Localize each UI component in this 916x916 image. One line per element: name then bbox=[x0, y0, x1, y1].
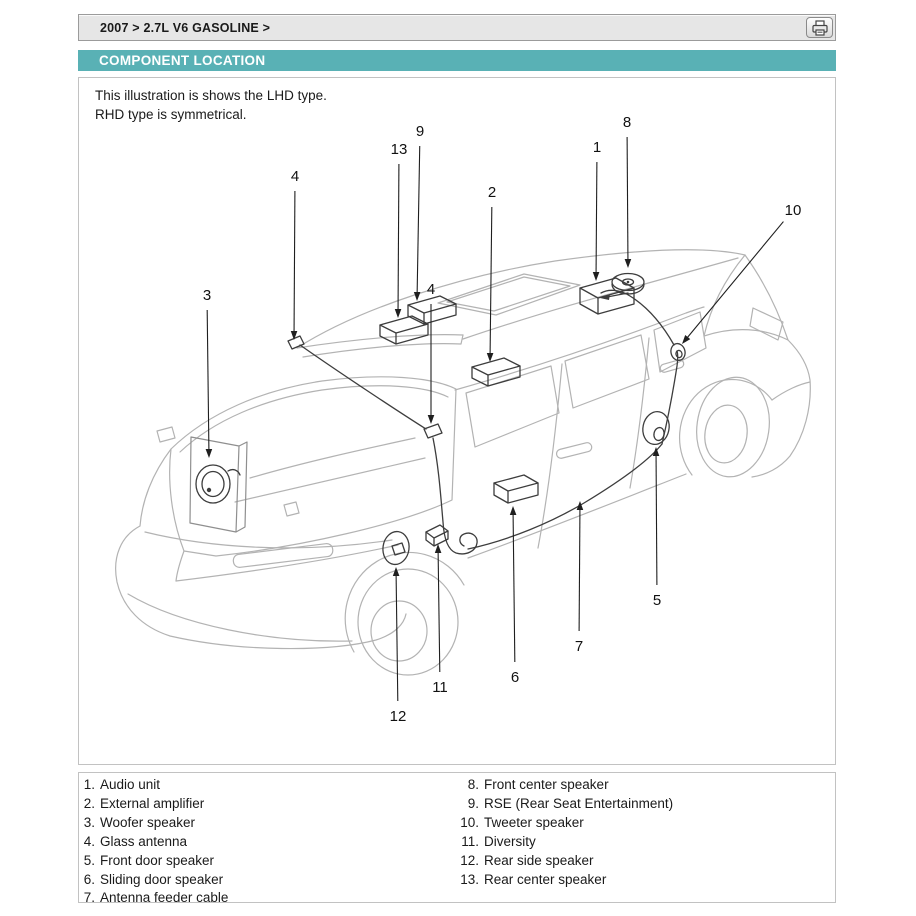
legend-item: 7. Antenna feeder cable bbox=[81, 889, 229, 908]
legend-item: 10. Tweeter speaker bbox=[455, 814, 673, 833]
legend-item-label: Glass antenna bbox=[100, 833, 188, 849]
callout-arrowhead-11 bbox=[434, 544, 442, 554]
callout-arrow-5 bbox=[655, 453, 658, 586]
callout-arrow-1 bbox=[595, 161, 598, 275]
legend-item-number: 10. bbox=[460, 814, 479, 830]
callout-arrowhead-2 bbox=[486, 352, 494, 362]
note-line-1: This illustration is shows the LHD type. bbox=[95, 88, 327, 103]
callout-arrow-10 bbox=[686, 221, 784, 339]
printer-icon bbox=[811, 19, 828, 36]
legend-item: 2. External amplifier bbox=[81, 795, 228, 814]
legend-item: 3. Woofer speaker bbox=[81, 814, 228, 833]
callout-arrow-11 bbox=[437, 550, 441, 673]
callout-number-5: 5 bbox=[653, 592, 661, 609]
callout-number-1: 1 bbox=[593, 139, 601, 156]
callout-arrow-4a bbox=[293, 190, 296, 334]
legend-item: 13. Rear center speaker bbox=[455, 871, 673, 890]
legend-item: 11. Diversity bbox=[455, 833, 673, 852]
callout-arrowhead-10 bbox=[682, 334, 691, 344]
print-button[interactable] bbox=[806, 17, 833, 38]
legend-item-label: Front center speaker bbox=[484, 777, 609, 792]
legend-item-number: 5. bbox=[83, 852, 95, 868]
callout-arrowhead-1 bbox=[592, 271, 600, 281]
legend-item-number: 11. bbox=[461, 833, 479, 849]
callout-number-9: 9 bbox=[416, 123, 424, 140]
legend-item-label: Rear center speaker bbox=[484, 871, 607, 887]
section-title: COMPONENT LOCATION bbox=[99, 53, 266, 68]
legend-item-label: Tweeter speaker bbox=[484, 814, 584, 830]
legend-item-label: Rear side speaker bbox=[484, 852, 594, 868]
breadcrumb[interactable]: 2007 > 2.7L V6 GASOLINE > bbox=[100, 20, 271, 35]
legend-item-number: 1. bbox=[83, 777, 95, 792]
legend-item-number: 7. bbox=[83, 890, 95, 906]
legend-item-label: Diversity bbox=[484, 833, 536, 849]
callout-number-2: 2 bbox=[488, 184, 496, 201]
callout-arrow-6 bbox=[512, 512, 516, 663]
callout-arrowhead-13 bbox=[394, 308, 402, 318]
callout-number-11: 11 bbox=[432, 679, 448, 696]
callout-number-7: 7 bbox=[575, 638, 583, 655]
legend-item-number: 13. bbox=[460, 871, 479, 887]
legend-item: 6. Sliding door speaker bbox=[81, 871, 228, 890]
callout-arrowhead-3 bbox=[205, 448, 213, 458]
callout-arrow-12 bbox=[395, 573, 399, 702]
breadcrumb-bar: 2007 > 2.7L V6 GASOLINE > bbox=[78, 14, 836, 41]
callout-arrow-8 bbox=[626, 136, 629, 262]
callout-arrowhead-12 bbox=[392, 567, 400, 577]
legend-item: 12. Rear side speaker bbox=[455, 852, 673, 871]
callout-number-6: 6 bbox=[511, 669, 519, 686]
callout-arrowhead-5 bbox=[652, 447, 660, 457]
callout-arrowhead-8 bbox=[624, 258, 632, 268]
callout-number-13: 13 bbox=[391, 141, 408, 158]
callout-arrowhead-6 bbox=[509, 506, 517, 516]
legend-item-label: Audio unit bbox=[100, 777, 161, 792]
legend-column-left: 1. Audio unit 2. External amplifier 3. Woofer… bbox=[81, 776, 229, 908]
callout-number-12: 12 bbox=[390, 708, 407, 725]
callout-arrow-9 bbox=[416, 145, 421, 295]
legend-item: 9. RSE (Rear Seat Entertainment) bbox=[455, 795, 673, 814]
legend-item-label: External amplifier bbox=[100, 795, 205, 811]
callout-arrow-2 bbox=[489, 206, 493, 356]
callout-arrow-3 bbox=[206, 309, 210, 452]
callout-arrowhead-9 bbox=[413, 291, 421, 301]
legend-item-label: Sliding door speaker bbox=[100, 871, 224, 887]
legend-panel: 1. Audio unit 2. External amplifier 3. Woofer… bbox=[78, 772, 836, 905]
legend-item-number: 12. bbox=[460, 852, 479, 868]
legend-item-number: 9. bbox=[467, 795, 479, 811]
callout-arrowhead-4b bbox=[427, 415, 435, 424]
callout-number-8: 8 bbox=[623, 114, 631, 131]
callout-arrowhead-4a bbox=[290, 330, 298, 340]
legend-item-label: Woofer speaker bbox=[100, 814, 196, 830]
callout-arrow-7 bbox=[578, 507, 581, 632]
legend-item-number: 2. bbox=[83, 795, 95, 811]
illustration-panel: This illustration is shows the LHD type.… bbox=[78, 77, 836, 765]
callout-arrowhead-7 bbox=[576, 501, 584, 511]
callout-arrow-13 bbox=[397, 163, 400, 312]
note-line-2: RHD type is symmetrical. bbox=[95, 106, 247, 122]
callout-number-4a: 4 bbox=[291, 168, 299, 185]
car-diagram: 4 13 9 2 1 8 10 3 4 5 7 6 11 12 bbox=[115, 114, 811, 725]
legend-item: 8. Front center speaker bbox=[455, 776, 673, 795]
legend-item-label: RSE (Rear Seat Entertainment) bbox=[484, 795, 674, 811]
legend-column-right: 8. Front center speaker 9. RSE (Rear Seat E… bbox=[455, 776, 673, 889]
legend-item-number: 6. bbox=[83, 871, 95, 887]
legend-item-label: Front door speaker bbox=[100, 852, 215, 868]
legend-item-number: 3. bbox=[83, 814, 95, 830]
legend-item: 4. Glass antenna bbox=[81, 833, 228, 852]
legend-item: 1. Audio unit bbox=[81, 776, 228, 795]
legend-item: 5. Front door speaker bbox=[81, 852, 228, 871]
section-banner: COMPONENT LOCATION bbox=[78, 50, 836, 71]
legend-item-label: Antenna feeder cable bbox=[100, 890, 229, 906]
callout-number-4b: 4 bbox=[427, 281, 435, 298]
callout-number-10: 10 bbox=[785, 202, 802, 219]
callout-number-3: 3 bbox=[203, 287, 211, 304]
illustration-note: This illustration is shows the LHD type.… bbox=[95, 87, 327, 124]
legend-item-number: 4. bbox=[83, 833, 95, 849]
legend-item-number: 8. bbox=[467, 777, 479, 792]
